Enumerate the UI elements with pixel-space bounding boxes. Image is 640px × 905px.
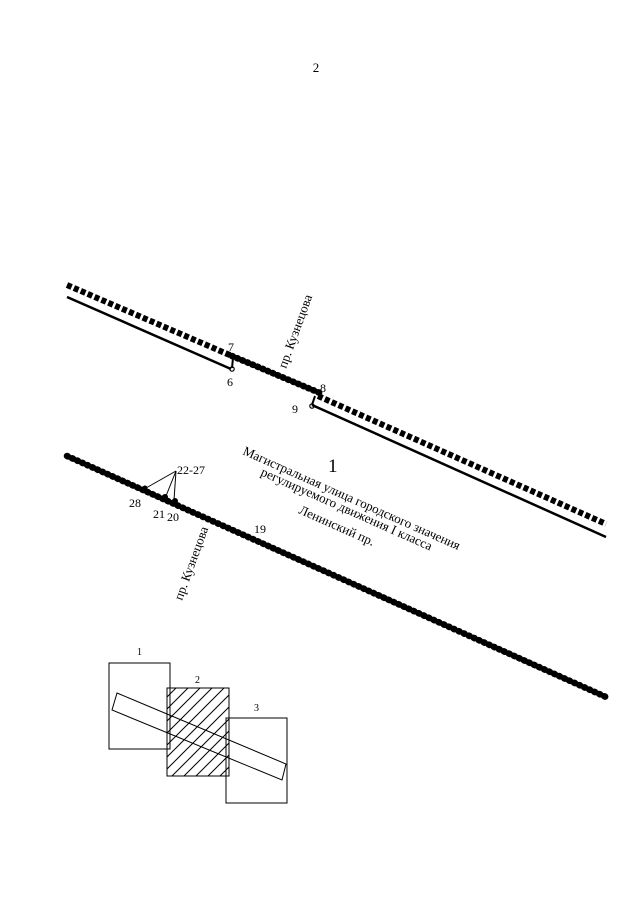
leader-22-27-a [145, 470, 177, 489]
point-label-20: 20 [167, 510, 179, 524]
upper-boundary-dotted [228, 352, 324, 397]
page-number: 2 [313, 60, 320, 75]
sheet-2-frame-hatched [166, 687, 230, 777]
sheet-index-label-3: 3 [254, 703, 259, 714]
upper-solid-line-right [311, 403, 607, 539]
sheet-index-label-2: 2 [195, 675, 200, 686]
zone-number: 1 [328, 456, 338, 477]
road-strip-outline [111, 692, 287, 781]
point-28-marker [142, 485, 148, 491]
point-label-7: 7 [228, 340, 234, 354]
point-label-6: 6 [227, 375, 233, 389]
point-label-19: 19 [254, 522, 266, 536]
point-6-marker [229, 366, 235, 372]
street-label-kuznetsova-top: пр. Кузнецова [275, 292, 316, 370]
point-9-marker [309, 403, 315, 409]
leader-22-27-c [173, 470, 177, 501]
upper-red-line [65, 282, 608, 539]
street-label-kuznetsova-bottom: пр. Кузнецова [171, 524, 212, 602]
point-label-9: 9 [292, 402, 298, 416]
leader-22-27-b [165, 470, 177, 497]
point-label-28: 28 [129, 496, 141, 510]
lower-boundary-core [66, 455, 607, 698]
upper-boundary-dashed-b [316, 393, 608, 527]
sheet-index-diagram: 1 2 3 [108, 647, 288, 804]
upper-solid-line-left [66, 295, 232, 371]
lower-red-line [63, 452, 610, 701]
sheet-3-frame [225, 717, 288, 804]
highway-label-line2: регулируемого движения I класса [259, 464, 435, 553]
upper-boundary-dashed-a [65, 282, 234, 359]
point-21-marker [162, 494, 168, 500]
sheet-index-label-1: 1 [137, 647, 142, 658]
sheet-1-frame [108, 662, 171, 750]
point-label-21: 21 [153, 507, 165, 521]
point-20-marker [172, 498, 178, 504]
point-label-8: 8 [320, 381, 326, 395]
point-label-22-27: 22-27 [177, 463, 205, 477]
